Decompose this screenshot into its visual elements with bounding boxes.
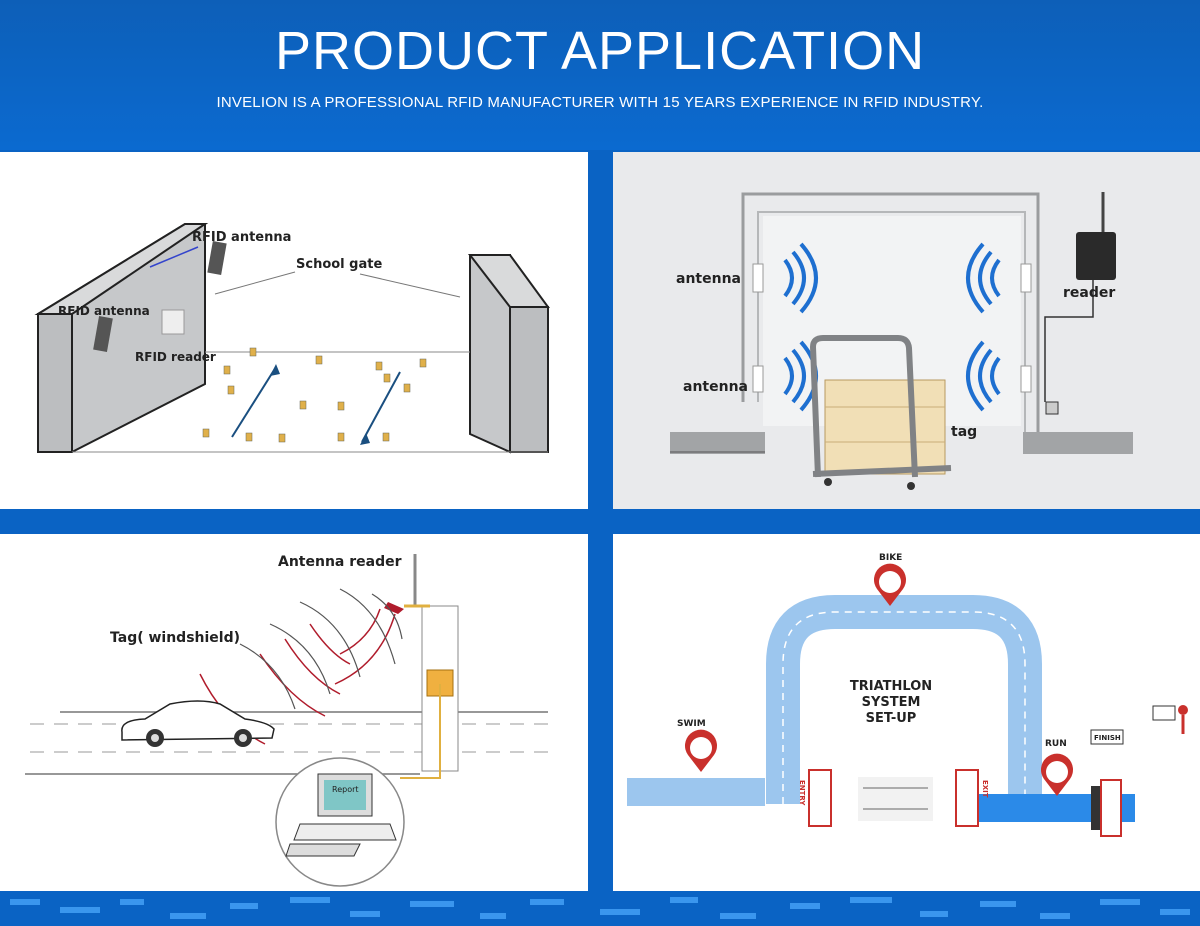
portal-frame: [741, 192, 1040, 432]
run-marker: [1041, 753, 1073, 796]
triathlon-title-3: SET-UP: [866, 711, 917, 726]
label-finish: FINISH: [1094, 734, 1121, 742]
label-entry: ENTRY: [798, 780, 806, 806]
page-title: PRODUCT APPLICATION: [274, 21, 926, 81]
car: [121, 700, 275, 741]
label-tag: tag: [951, 424, 977, 440]
label-run: RUN: [1045, 739, 1067, 749]
triathlon-title-1: TRIATHLON: [850, 679, 932, 694]
label-bike: BIKE: [879, 553, 902, 563]
cart-handle: [809, 335, 918, 478]
label-rfid-antenna-left: RFID antenna: [58, 304, 150, 318]
label-swim: SWIM: [677, 719, 706, 729]
label-antenna-reader: Antenna reader: [278, 554, 402, 570]
label-rfid-reader: RFID reader: [135, 350, 216, 364]
exit-mat: [955, 769, 979, 827]
label-tag-windshield: Tag( windshield): [110, 630, 240, 646]
swim-lane: [627, 778, 765, 806]
antenna-bottom-left: [752, 365, 764, 393]
label-antenna-top: antenna: [676, 271, 741, 287]
cargo-box: [824, 379, 946, 475]
entry-mat: [808, 769, 832, 827]
top-antenna: [207, 241, 227, 275]
label-antenna-bottom: antenna: [683, 379, 748, 395]
decorative-bottom-strip: [0, 893, 1200, 926]
antenna-top-right: [1020, 263, 1032, 293]
triathlon-panel: BIKE SWIM RUN TRIATHLON SYSTEM SET-UP FI…: [613, 534, 1200, 891]
reader-device: [1076, 232, 1116, 280]
label-rfid-antenna-top: RFID antenna: [192, 230, 291, 245]
left-antenna: [93, 316, 113, 352]
label-school-gate: School gate: [296, 257, 382, 272]
finish-mat: [1100, 779, 1122, 837]
swim-marker: [685, 729, 717, 772]
label-exit: EXIT: [981, 780, 989, 798]
antenna-bottom-right: [1020, 365, 1032, 393]
screen-text: Report: [332, 785, 359, 794]
school-gate-panel: RFID antenna RFID antenna School gate RF…: [0, 152, 588, 509]
header-banner: PRODUCT APPLICATION INVELION IS A PROFES…: [0, 0, 1200, 150]
label-reader: reader: [1063, 285, 1115, 301]
reader-box: [161, 309, 185, 335]
bike-marker: [874, 563, 906, 606]
antenna-top-left: [752, 263, 764, 293]
vehicle-toll-panel: Report Antenna reader Tag( windshield): [0, 534, 588, 891]
page-subtitle: INVELION IS A PROFESSIONAL RFID MANUFACT…: [216, 94, 984, 111]
antenna-reader-device: [384, 602, 404, 614]
warehouse-portal-panel: antenna antenna reader tag: [613, 152, 1200, 509]
triathlon-title-2: SYSTEM: [862, 695, 921, 710]
signal-waves: [783, 242, 1001, 412]
